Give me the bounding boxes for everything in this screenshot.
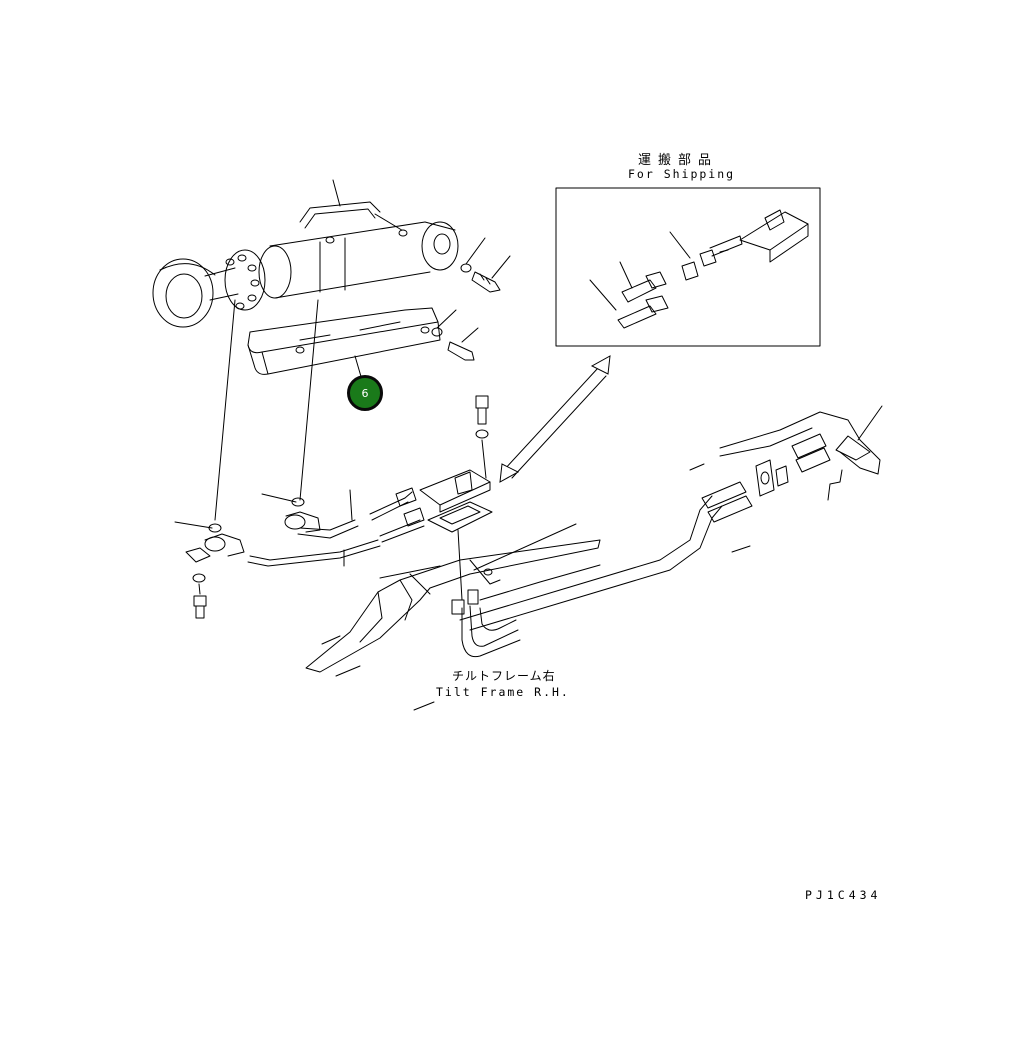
tilt-frame [305,405,883,711]
callout-number: 6 [361,386,369,400]
shipping-title-en: For Shipping [628,167,736,181]
shipping-detail-box [555,187,821,347]
tilt-frame-label-en: Tilt Frame R.H. [436,685,570,699]
shipping-arrow [499,355,611,483]
shipping-title-jp: 運搬部品 [638,153,719,168]
cylinder-guard [214,299,479,521]
part-callout-6[interactable]: 6 [347,375,383,411]
tilt-cylinder [152,179,511,328]
tilt-frame-label-jp: チルトフレーム右 [452,669,556,683]
drawing-number: PJ1C434 [805,888,882,902]
bolt-washer-centre [475,395,489,479]
manifold-and-hoses [174,469,493,619]
